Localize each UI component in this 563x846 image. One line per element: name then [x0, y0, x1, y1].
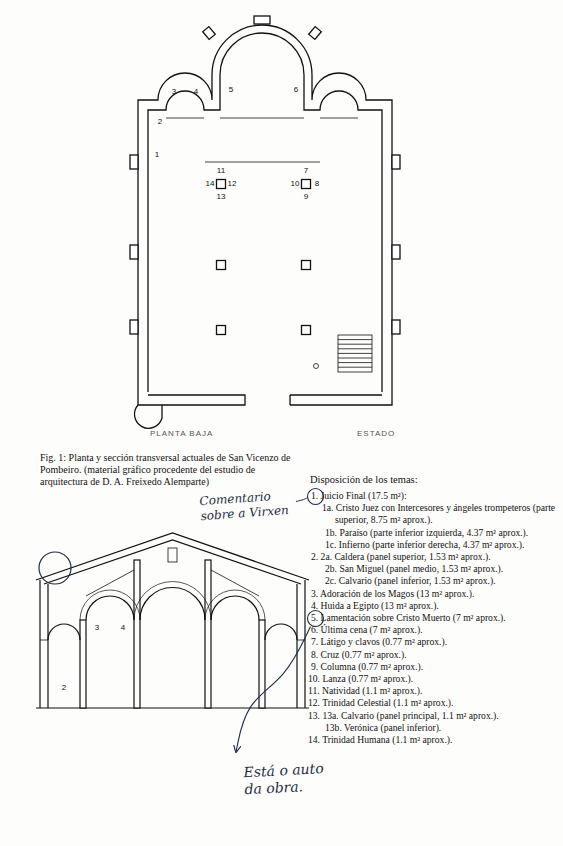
list-item: 1b. Paraíso (parte inferior izquierda, 4…: [325, 527, 558, 539]
section-columns: [80, 560, 265, 708]
cross-section: [36, 533, 309, 708]
callout-number: 11: [217, 167, 225, 175]
callout-number: 9: [304, 193, 308, 201]
list-item: 6. Última cena (7 m² aprox.).: [311, 624, 558, 636]
callout-number: 8: [315, 180, 319, 188]
plan-piers: [217, 180, 311, 335]
list-item: 4. Huida a Egipto (13 m² aprox.).: [311, 600, 558, 612]
list-item: 7. Látigo y clavos (0.77 m² aprox.).: [311, 636, 558, 648]
stair-tread: [338, 348, 372, 349]
section-upper-walls: [40, 570, 305, 640]
callout-number: 5: [229, 86, 233, 94]
stair-tread: [338, 367, 372, 368]
list-item: 1a. Cristo Juez con Intercesores y ángel…: [322, 502, 558, 526]
handwritten-note: Está o auto da obra.: [243, 760, 335, 799]
section-arch-outer: [80, 582, 265, 620]
plan-front-wall: [138, 395, 392, 405]
list-item: 2b. San Miguel (panel medio, 1.53 m² apr…: [325, 563, 558, 575]
plan-inner-wall: [148, 33, 382, 392]
list-item: 10. Lanza (0.77 m² aprox.).: [308, 673, 558, 685]
callout-number: 3: [95, 624, 99, 632]
callout-number: 2: [158, 118, 162, 126]
list-item: 13. 13a. Calvario (panel principal, 1.1 …: [308, 710, 558, 722]
list-item: 1. Juicio Final (17.5 m²):: [311, 490, 558, 502]
callout-number: 7: [304, 167, 308, 175]
list-item: 14. Trinidad Humana (1.1 m² aprox.).: [308, 734, 558, 746]
plan-mark: [314, 364, 319, 369]
plan-title: PLANTA BAJA: [150, 429, 213, 438]
callout-number: 6: [294, 86, 298, 94]
section-arches: [48, 588, 297, 641]
plan-title: ESTADO: [357, 429, 395, 438]
section-walls: [40, 580, 305, 708]
list-item: 11. Natividad (1.1 m² aprox.).: [308, 685, 558, 697]
stair-tread: [338, 353, 372, 354]
list-item: 8. Cruz (0.77 m² aprox.).: [311, 649, 558, 661]
plan-transept-line: [205, 162, 320, 163]
callout-number: 10: [291, 180, 300, 188]
list-item: 3. Adoración de los Magos (13 m² aprox.)…: [311, 588, 558, 600]
ink-circle: [39, 552, 71, 584]
figure-caption: Fig. 1: Planta y sección transversal act…: [40, 452, 305, 488]
plan-apse-openings: [166, 118, 358, 119]
callout-number: 14: [206, 180, 215, 188]
stair-tread: [338, 358, 372, 359]
list-item: 9. Columna (0.77 m² aprox.).: [311, 661, 558, 673]
stair-tread: [338, 362, 372, 363]
ink-leader: [296, 498, 308, 502]
plan-buttresses: [130, 16, 400, 334]
stair-tread: [338, 344, 372, 345]
plan-stairs: [338, 335, 372, 372]
list-item: 2c. Calvario (panel inferior, 1.53 m² ap…: [325, 575, 558, 587]
callout-number: 2: [62, 684, 66, 692]
callout-number: 4: [121, 624, 125, 632]
plan-outer-wall: [138, 25, 392, 400]
callout-number: 13: [217, 193, 226, 201]
callout-number: 12: [228, 180, 237, 188]
handwritten-note: Comentario sobre a Virxen: [199, 488, 293, 524]
ink-arrow: [236, 627, 311, 752]
plan-stair-tower: [135, 405, 162, 428]
list-heading: Disposición de los temas:: [310, 474, 418, 486]
section-ground: [36, 707, 309, 708]
list-item: 1c. Infierno (parte inferior derecha, 4.…: [325, 539, 558, 551]
callout-number: 4: [194, 88, 198, 96]
section-roof: [36, 533, 309, 584]
list-item: 2. 2a. Caldera (panel superior, 1.53 m² …: [311, 551, 558, 563]
callout-number: 3: [172, 88, 176, 96]
list-item: 13b. Verónica (panel inferior).: [325, 722, 558, 734]
list-item: 12. Trinidad Celestial (1.1 m² aprox.).: [308, 697, 558, 709]
stair-tread: [338, 339, 372, 340]
section-window: [168, 548, 177, 562]
floor-plan: [130, 16, 400, 428]
list-item: 5. Lamentación sobre Cristo Muerto (7 m²…: [311, 612, 558, 624]
callout-number: 1: [155, 151, 159, 159]
